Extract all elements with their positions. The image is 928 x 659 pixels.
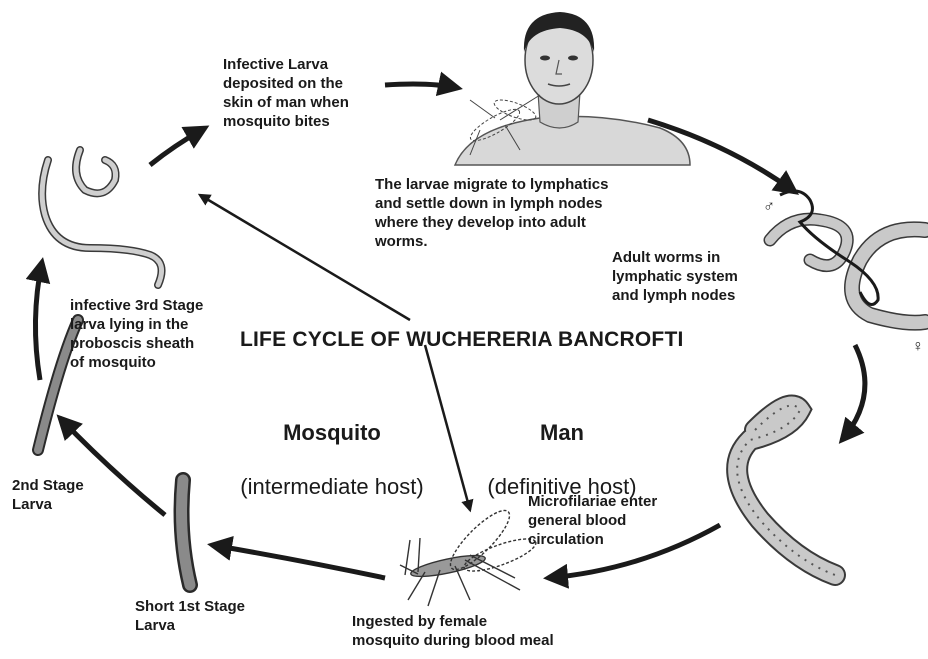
label-second-stage: 2nd Stage Larva [12,476,84,514]
microfilaria-icon [737,406,835,576]
male-symbol: ♂ [763,198,775,216]
female-symbol: ♀ [912,338,924,356]
diagram-title: LIFE CYCLE OF WUCHERERIA BANCROFTI [240,328,684,352]
man-figure-icon [455,12,690,165]
label-third-stage: infective 3rd Stage larva lying in the p… [70,296,203,372]
label-larvae-migrate: The larvae migrate to lymphatics and set… [375,175,608,251]
label-ingested: Ingested by female mosquito during blood… [352,612,554,650]
adult-worms-icon [770,191,925,323]
mosquito-host-role: (intermediate host) [232,473,432,500]
first-stage-larva-icon [182,480,190,585]
mosquito-host-label: Mosquito (intermediate host) [232,392,432,527]
man-host-label: Man (definitive host) [462,392,662,527]
third-stage-larva-icon [42,150,161,285]
man-host-role: (definitive host) [462,473,662,500]
man-host-name: Man [462,419,662,446]
mosquito-host-name: Mosquito [232,419,432,446]
label-first-stage: Short 1st Stage Larva [135,597,245,635]
label-adult-worms: Adult worms in lymphatic system and lymp… [612,248,738,305]
label-infective-larva-deposited: Infective Larva deposited on the skin of… [223,55,349,131]
